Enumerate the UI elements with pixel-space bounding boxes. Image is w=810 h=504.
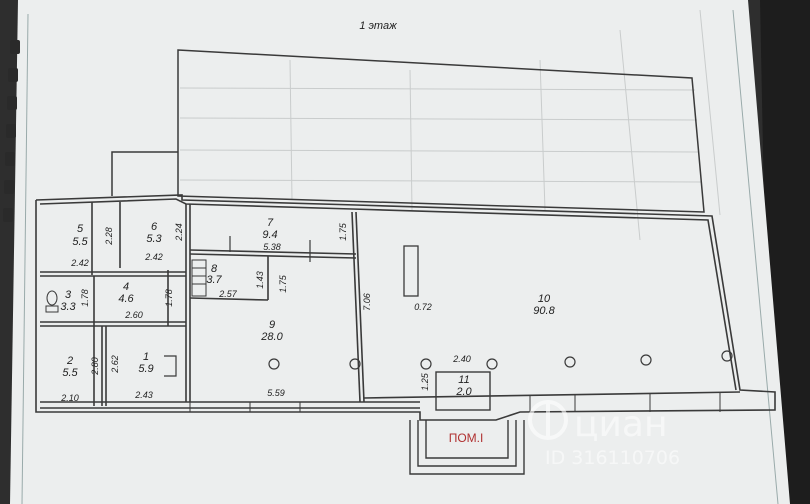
- room-9-area: 28.0: [260, 331, 283, 343]
- room-1-number: 1: [143, 351, 149, 363]
- cian-watermark: циан ID 316110706: [528, 400, 680, 469]
- dim-1-75-top: 1.75: [338, 222, 348, 241]
- room-10-number: 10: [538, 293, 551, 305]
- dim-2-57: 2.57: [218, 289, 238, 299]
- paper-sheet: [10, 0, 790, 504]
- dim-2-10: 2.10: [60, 393, 79, 403]
- dim-2-80: 2.80: [90, 357, 100, 376]
- dim-7-06: 7.06: [362, 293, 372, 311]
- ring-binding: [3, 40, 20, 222]
- room-labels: 1 5.9 2 5.5 3 3.3 4 4.6 5 5.5 6 5.3 7 9.…: [60, 217, 555, 398]
- columns: [268, 350, 733, 370]
- room-11-number: 11: [458, 374, 469, 386]
- toilet-fixture-icon: [45, 290, 59, 313]
- room-1-area: 5.9: [138, 363, 153, 375]
- room-8-number: 8: [211, 263, 218, 275]
- dim-2-60: 2.60: [124, 310, 143, 320]
- vent-shaft-room-10: [403, 245, 419, 297]
- room-9-number: 9: [269, 319, 275, 331]
- dim-0-72: 0.72: [414, 302, 432, 312]
- dim-1-75-mid: 1.75: [278, 274, 288, 293]
- dimension-labels: 2.42 2.28 2.42 2.24 5.38 1.75 1.43 1.75 …: [60, 222, 471, 403]
- upper-area-outline: [177, 49, 705, 213]
- room-11-box: [435, 371, 491, 411]
- room-5-number: 5: [77, 223, 84, 235]
- room-5-area: 5.5: [72, 236, 88, 248]
- dim-5-59: 5.59: [267, 388, 285, 398]
- room-4-number: 4: [123, 281, 129, 293]
- room-8-area: 3.7: [206, 274, 222, 286]
- room-11-area: 2.0: [455, 386, 472, 398]
- room-10-area: 90.8: [533, 305, 555, 317]
- dim-2-28: 2.28: [104, 227, 114, 246]
- premises-label: ПОМ.I: [449, 431, 484, 445]
- stair-room-8: [191, 259, 207, 297]
- frame-line-left: [21, 13, 29, 504]
- dim-2-42-room5: 2.42: [70, 258, 89, 268]
- room-2-area: 5.5: [62, 367, 78, 379]
- dim-1-78-right: 1.78: [164, 289, 174, 307]
- watermark-listing-id: ID 316110706: [545, 447, 680, 469]
- watermark-brand: циан: [574, 404, 668, 445]
- plan-walls: [35, 194, 776, 421]
- room-6-number: 6: [151, 221, 158, 233]
- cian-logo-icon: [528, 400, 568, 440]
- floor-title: 1 этаж: [359, 20, 397, 32]
- dim-2-42-room6: 2.42: [144, 252, 163, 262]
- room-4-area: 4.6: [118, 293, 134, 305]
- dim-1-43: 1.43: [255, 271, 265, 289]
- room-6-area: 5.3: [146, 233, 162, 245]
- dim-2-62: 2.62: [110, 355, 120, 374]
- room-3-number: 3: [65, 289, 72, 301]
- dim-5-38: 5.38: [263, 242, 281, 252]
- room-7-number: 7: [267, 217, 274, 229]
- room-3-area: 3.3: [60, 301, 76, 313]
- dim-2-43: 2.43: [134, 390, 153, 400]
- door-niches: [164, 236, 311, 377]
- dim-2-24: 2.24: [174, 223, 184, 242]
- dim-1-78-left: 1.78: [80, 289, 90, 307]
- window-marks: [189, 392, 721, 412]
- frame-line-right: [732, 9, 779, 504]
- room-7-area: 9.4: [262, 229, 277, 241]
- entry-vestibule: [111, 151, 178, 196]
- entrance-porch: [409, 420, 525, 475]
- room-2-number: 2: [66, 355, 73, 367]
- dim-2-40: 2.40: [452, 354, 471, 364]
- dim-1-25: 1.25: [420, 372, 430, 391]
- sheet-grid: [179, 9, 721, 241]
